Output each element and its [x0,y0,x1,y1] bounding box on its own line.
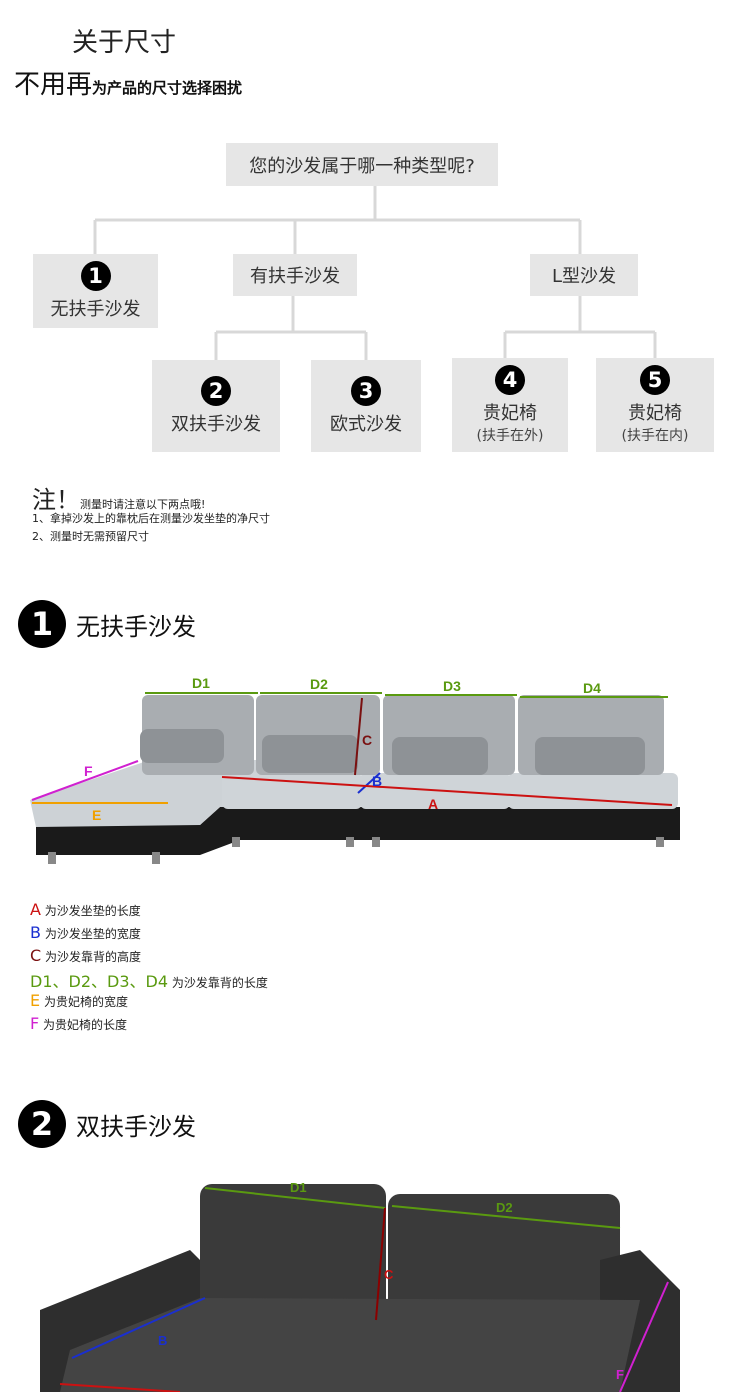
lshape-box: L型沙发 [530,254,638,296]
dim-label-d1: D1 [192,675,210,691]
type-2-label: 双扶手沙发 [171,414,261,435]
pillow [535,737,645,775]
subtitle-big: 不用再 [14,70,93,100]
number-badge: 1 [80,261,111,291]
dim-line-c [375,1207,386,1321]
dim-label-c: C [362,732,372,748]
pillow [140,729,224,763]
question-box: 您的沙发属于哪一种类型呢? [226,143,498,186]
sofa-leg [656,837,664,847]
legend-row: B 为沙发坐垫的宽度 [30,923,141,942]
type-5-note: (扶手在内) [621,428,689,444]
legend-row: F 为贵妃椅的长度 [30,1014,127,1033]
note-intro: 测量时请注意以下两点哦! [80,498,206,511]
dim-line-b [357,772,381,794]
legend-row: A 为沙发坐垫的长度 [30,900,141,919]
dim-label-f: F [84,763,93,779]
number-badge: 4 [495,365,525,395]
type-3-label: 欧式沙发 [330,414,402,435]
sofa-leg [372,837,380,847]
section-1-title: 无扶手沙发 [76,612,196,641]
dim-label-d2: D2 [310,676,328,692]
dim-label-d3: D3 [443,678,461,694]
dim-line-f [619,1281,669,1392]
dim-label-d2: D2 [496,1200,513,1215]
number-badge: 3 [351,376,381,406]
sofa-leg [346,837,354,847]
legend-text: 为沙发靠背的高度 [45,950,142,964]
type-4-label: 贵妃椅 [483,403,537,424]
legend-key: C [30,946,42,965]
type-1-box[interactable]: 1 无扶手沙发 [33,254,158,328]
page-subtitle: 不用再为产品的尺寸选择困扰 [14,64,242,101]
legend-key: E [30,991,41,1010]
section-2-heading: 2 双扶手沙发 [18,1100,196,1148]
legend-text: 为沙发靠背的长度 [171,976,268,990]
dim-line-b [71,1297,206,1359]
dim-line-a [221,776,673,806]
legend-key: B [30,923,41,942]
sofa-leg [152,852,160,864]
note-line-1: 1、拿掉沙发上的靠枕后在测量沙发坐垫的净尺寸 [32,512,270,525]
subtitle-small: 为产品的尺寸选择困扰 [92,79,243,97]
legend-row: C 为沙发靠背的高度 [30,946,141,965]
dim-label-b: B [158,1333,167,1348]
seat-cushion [60,1298,640,1392]
note-line-2: 2、测量时无需预留尺寸 [32,530,149,543]
legend-text: 为沙发坐垫的宽度 [44,927,141,941]
pillow [392,737,488,775]
type-1-label: 无扶手沙发 [50,299,141,320]
note-mark: 注！ [32,486,80,514]
tree-connectors [93,186,657,360]
dim-label-e: E [92,807,101,823]
seat-cushion-4 [508,773,678,809]
armrest-label: 有扶手沙发 [250,266,340,287]
seat-cushion-2 [222,773,362,809]
legend-text: 为沙发坐垫的长度 [44,904,141,918]
type-4-note: (扶手在外) [476,428,544,444]
type-5-box[interactable]: 5 贵妃椅 (扶手在内) [596,358,714,452]
dim-label-d4: D4 [583,680,601,696]
type-2-box[interactable]: 2 双扶手沙发 [152,360,280,452]
section-2-title: 双扶手沙发 [76,1112,196,1141]
sofa-base [36,807,680,855]
number-badge: 2 [201,376,231,406]
question-label: 您的沙发属于哪一种类型呢? [249,155,475,177]
legend-key: A [30,900,41,919]
note-heading: 注！测量时请注意以下两点哦! [32,480,205,515]
sofa-leg [48,852,56,864]
dim-line-d2 [391,1205,621,1229]
legend-text: 为贵妃椅的宽度 [43,995,128,1009]
dim-line-f [31,760,139,801]
dim-label-b: B [372,773,382,789]
legend-key: F [30,1014,40,1033]
pillow [262,735,358,773]
section-1-heading: 1 无扶手沙发 [18,600,196,648]
page-title: 关于尺寸 [72,28,177,58]
number-badge: 5 [640,365,670,395]
legend-row: E 为贵妃椅的宽度 [30,991,128,1010]
legend-row: D1、D2、D3、D4 为沙发靠背的长度 [30,968,268,992]
legend-key: D1、D2、D3、D4 [30,972,169,991]
section-number: 1 [18,600,66,648]
armrest-box: 有扶手沙发 [233,254,357,296]
legend-text: 为贵妃椅的长度 [43,1018,128,1032]
dim-line-a [59,1383,181,1392]
lshape-label: L型沙发 [551,266,617,287]
dim-label-f: F [616,1367,624,1382]
type-5-label: 贵妃椅 [628,403,682,424]
dim-label-d1: D1 [290,1180,307,1195]
double-arm-sofa-illustration: D1 D2 C B F [40,1180,680,1392]
dim-label-c: C [384,1267,394,1282]
dim-line-c [354,697,363,776]
type-4-box[interactable]: 4 贵妃椅 (扶手在外) [452,358,568,452]
dim-label-a: A [428,796,438,812]
l-sofa-illustration: D1 D2 D3 D4 C B A F E [30,675,680,864]
sofa-leg [232,837,240,847]
dim-line-d1 [204,1187,386,1209]
section-number: 2 [18,1100,66,1148]
type-3-box[interactable]: 3 欧式沙发 [311,360,421,452]
